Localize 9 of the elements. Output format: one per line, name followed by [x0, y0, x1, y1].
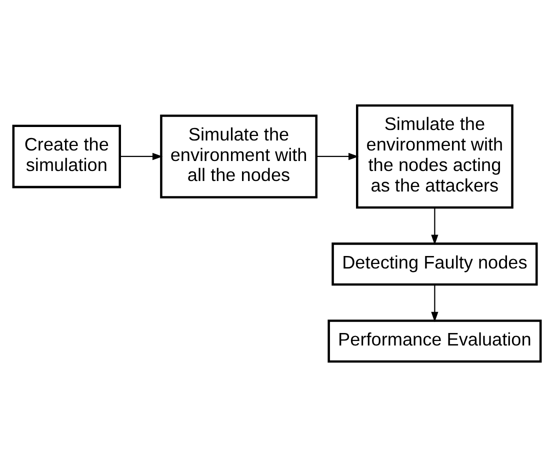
node-box: Create the simulation — [12, 124, 121, 188]
arrow — [316, 152, 359, 160]
arrow — [431, 207, 438, 244]
arrow — [120, 152, 163, 160]
node-box: Performance Evaluation — [328, 319, 542, 362]
node-box: Simulate the environment with all the nodes — [160, 114, 318, 198]
node-box: Simulate the environment with the nodes acting as the attackers — [356, 104, 514, 208]
node-box: Detecting Faulty nodes — [332, 242, 538, 286]
arrow — [431, 284, 438, 322]
